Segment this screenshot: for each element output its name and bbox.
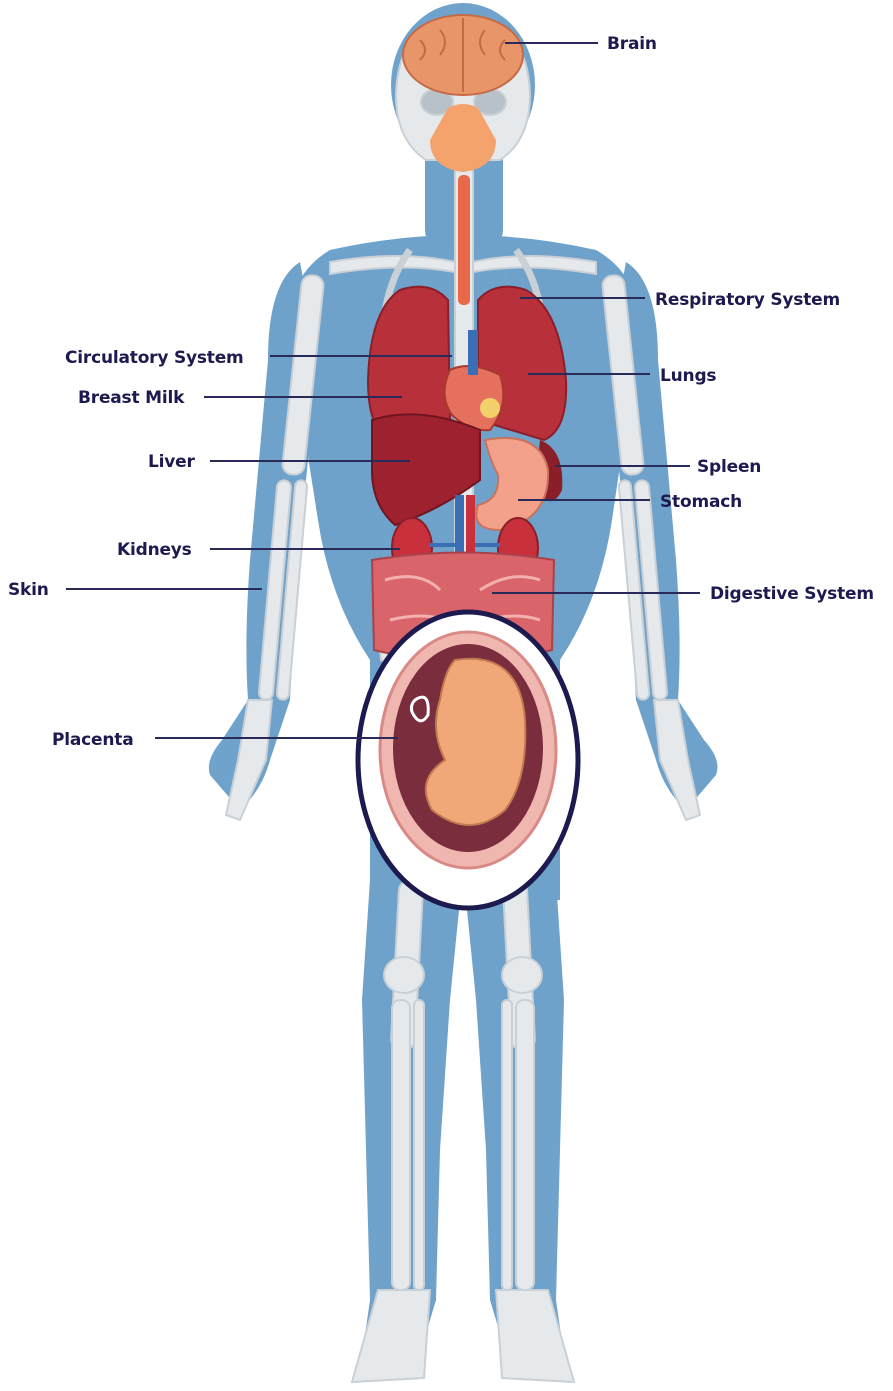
label-respiratory-system: Respiratory System	[655, 290, 840, 310]
label-liver: Liver	[148, 452, 195, 472]
label-stomach: Stomach	[660, 492, 742, 512]
label-brain: Brain	[607, 34, 657, 54]
spinal-cord	[458, 175, 470, 305]
label-placenta: Placenta	[52, 730, 133, 750]
label-circulatory-system: Circulatory System	[65, 348, 244, 368]
label-kidneys: Kidneys	[117, 540, 192, 560]
label-spleen: Spleen	[697, 457, 761, 477]
label-lungs: Lungs	[660, 366, 716, 386]
label-skin: Skin	[8, 580, 49, 600]
label-digestive-system: Digestive System	[710, 584, 874, 604]
womb-with-fetus	[358, 612, 578, 908]
label-breast-milk: Breast Milk	[78, 388, 185, 408]
